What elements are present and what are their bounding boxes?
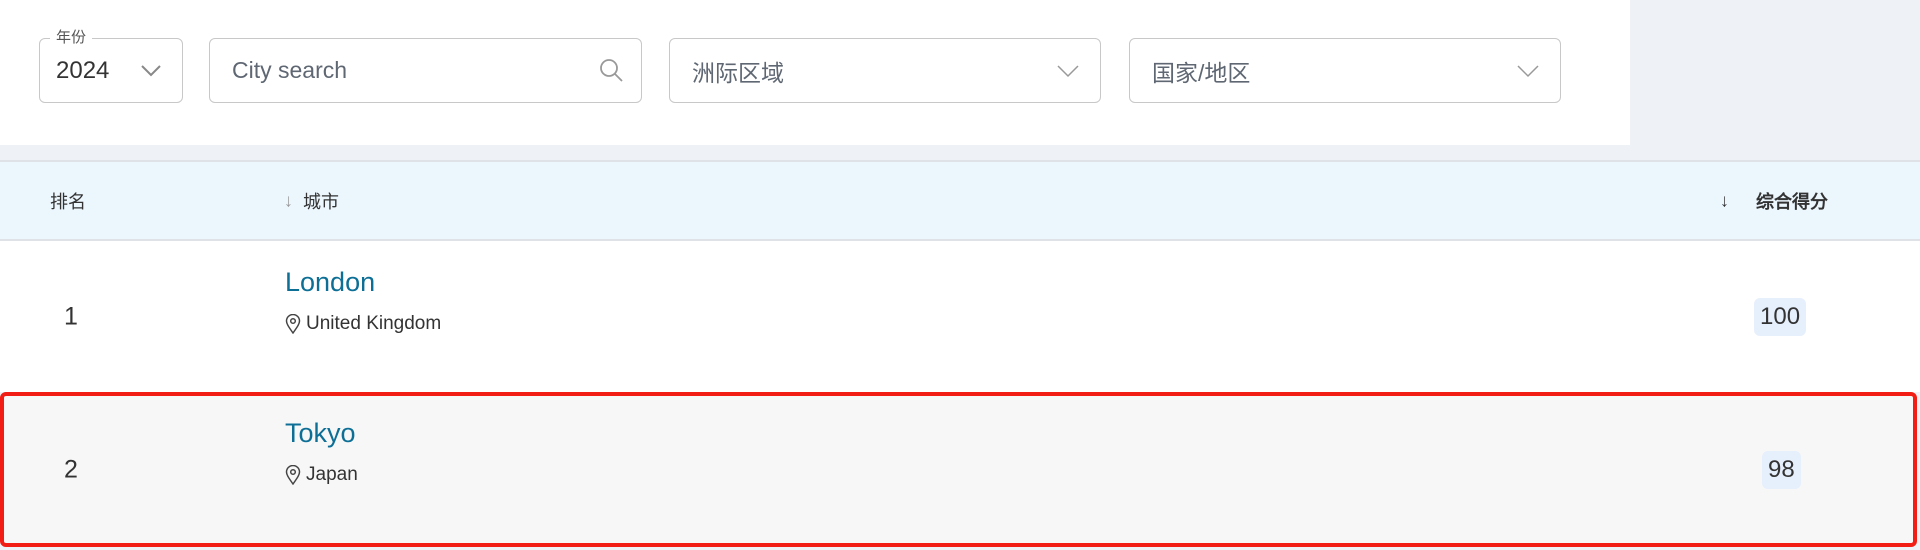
sort-arrow-icon[interactable]: ↓ xyxy=(1720,190,1729,210)
score-badge: 100 xyxy=(1754,297,1807,336)
rank-cell: 1 xyxy=(64,302,78,330)
sort-arrow-icon[interactable]: ↓ xyxy=(284,190,293,210)
country-cell: Japan xyxy=(285,464,358,486)
chevron-down-icon xyxy=(1517,64,1539,77)
region-placeholder: 洲际区域 xyxy=(692,59,784,86)
location-pin-icon xyxy=(285,314,301,334)
country-placeholder: 国家/地区 xyxy=(1152,59,1251,86)
rank-cell: 2 xyxy=(64,455,78,483)
filter-panel: 年份 2024 City search 洲际区域 国家/地区 xyxy=(0,0,1630,145)
header-score[interactable]: 综合得分 xyxy=(1756,191,1828,212)
country-select[interactable]: 国家/地区 xyxy=(1129,38,1561,103)
table-row-highlighted[interactable]: 2 Tokyo Japan 98 xyxy=(0,392,1917,547)
score-badge: 98 xyxy=(1762,450,1801,489)
search-icon xyxy=(600,58,623,82)
header-rank: 排名 xyxy=(50,191,86,212)
city-link[interactable]: Tokyo xyxy=(285,418,356,448)
year-label: 年份 xyxy=(50,26,93,47)
country-cell: United Kingdom xyxy=(285,313,441,335)
table-row[interactable]: 1 London United Kingdom 100 xyxy=(0,241,1920,392)
year-select[interactable]: 年份 2024 xyxy=(39,26,183,103)
country-name: United Kingdom xyxy=(306,313,442,334)
city-search-placeholder: City search xyxy=(232,57,348,83)
chevron-down-icon xyxy=(1057,64,1079,77)
city-link[interactable]: London xyxy=(285,267,376,297)
country-name: Japan xyxy=(306,464,358,485)
table-header: 排名 ↓ 城市 ↓ 综合得分 xyxy=(0,160,1920,241)
header-city[interactable]: 城市 xyxy=(303,191,339,212)
year-value: 2024 xyxy=(56,56,110,84)
city-search-input[interactable]: City search xyxy=(209,38,642,103)
location-pin-icon xyxy=(285,465,301,485)
chevron-down-icon xyxy=(141,64,161,76)
region-select[interactable]: 洲际区域 xyxy=(669,38,1101,103)
